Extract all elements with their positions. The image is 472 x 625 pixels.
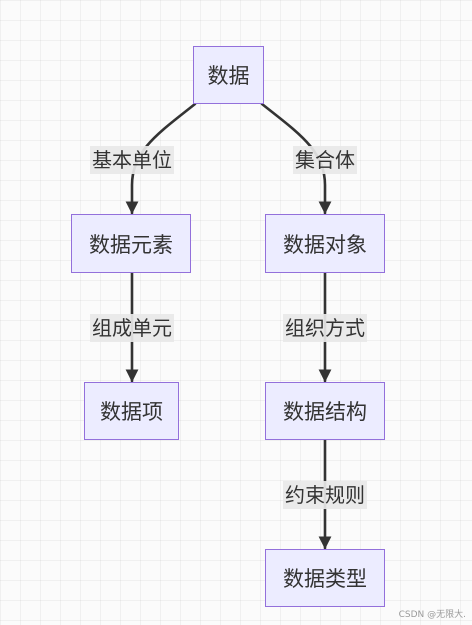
edge-label-collection: 集合体 <box>293 146 357 174</box>
node-data-object[interactable]: 数据对象 <box>265 214 385 273</box>
edge-label-constraint-rules: 约束规则 <box>283 481 367 509</box>
edge-label-organization: 组织方式 <box>283 314 367 342</box>
edge-label-basic-unit: 基本单位 <box>90 146 174 174</box>
edge-data-to-object <box>260 102 332 215</box>
node-data-element[interactable]: 数据元素 <box>71 214 191 273</box>
edge-label-component-unit: 组成单元 <box>90 314 174 342</box>
watermark: CSDN @无限大. <box>398 610 466 620</box>
node-data-item[interactable]: 数据项 <box>84 382 179 440</box>
edge-data-to-element <box>125 102 197 215</box>
node-data-type[interactable]: 数据类型 <box>265 549 385 607</box>
node-data[interactable]: 数据 <box>193 46 264 104</box>
node-data-structure[interactable]: 数据结构 <box>265 382 385 440</box>
